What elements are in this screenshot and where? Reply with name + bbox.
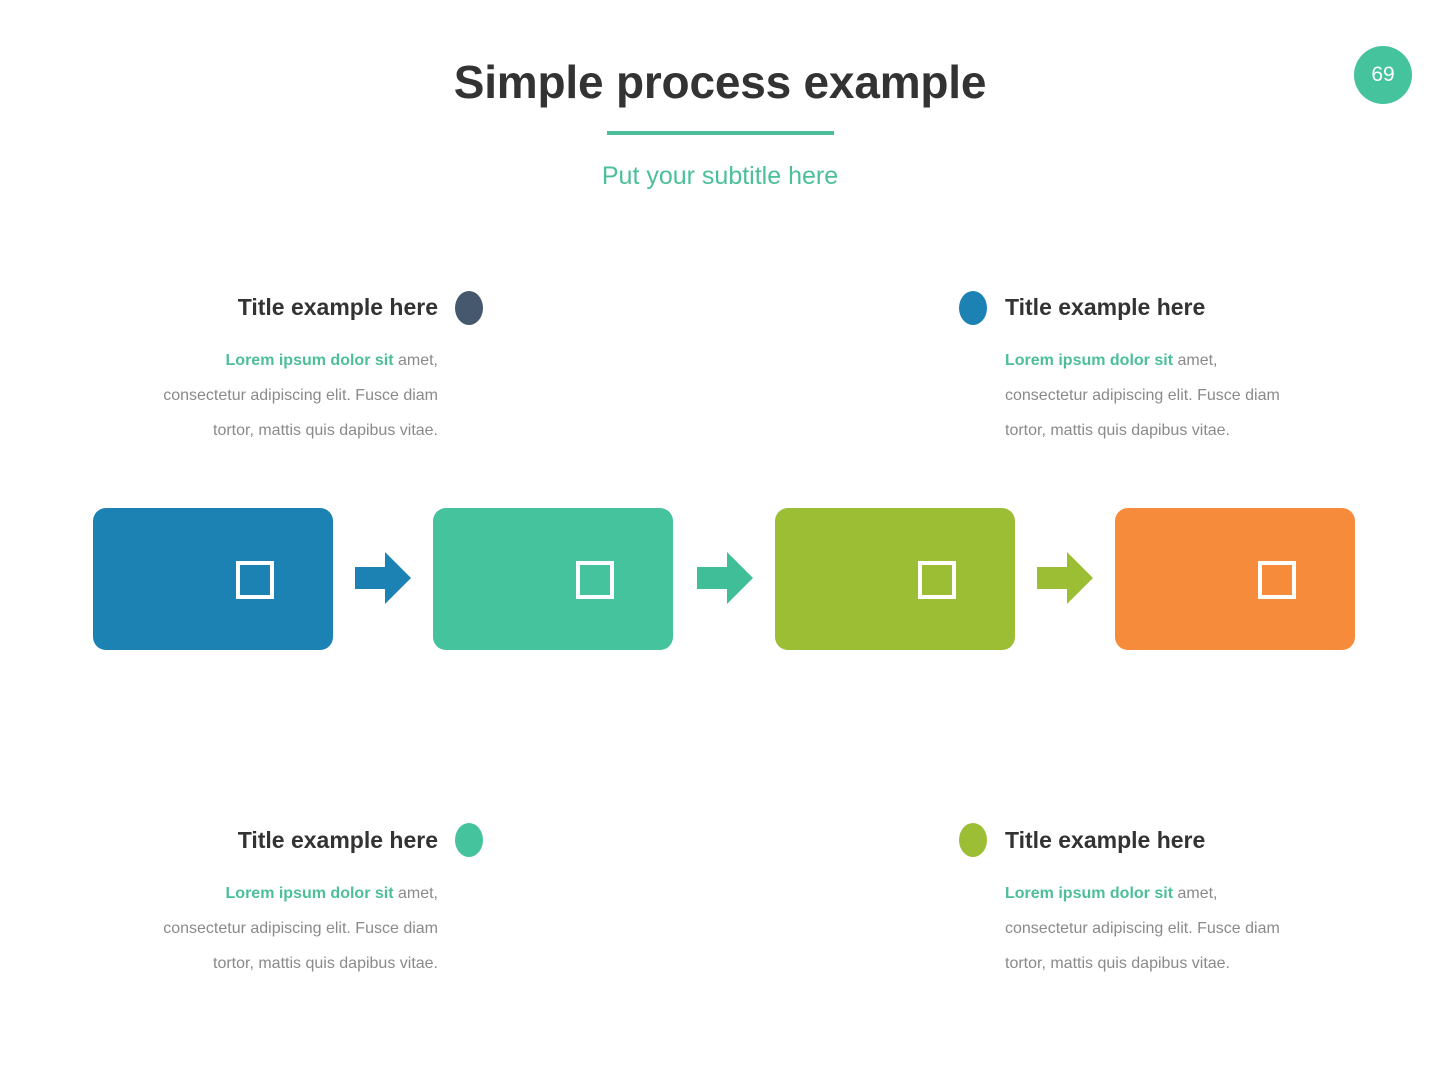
block-body-line3: tortor, mattis quis dapibus vitae.	[213, 955, 438, 972]
page-number-label: 69	[1371, 63, 1395, 86]
block-body: Lorem ipsum dolor sit amet, consectetur …	[88, 876, 438, 981]
block-body-line2: consectetur adipiscing elit. Fusce diam	[1005, 387, 1280, 404]
block-body-line2: consectetur adipiscing elit. Fusce diam	[1005, 920, 1280, 937]
block-body-line3: tortor, mattis quis dapibus vitae.	[1005, 955, 1230, 972]
block-body: Lorem ipsum dolor sit amet, consectetur …	[1005, 343, 1355, 448]
block-title: Title example here	[1005, 294, 1206, 320]
block-body-rest: amet,	[393, 885, 438, 902]
text-block-top-left: Title example here Lorem ipsum dolor sit…	[88, 288, 438, 448]
block-body-line3: tortor, mattis quis dapibus vitae.	[1005, 422, 1230, 439]
block-body-rest: amet,	[1173, 352, 1218, 369]
block-body-line2: consectetur adipiscing elit. Fusce diam	[163, 920, 438, 937]
pill-marker-icon	[455, 823, 483, 857]
block-body-highlight: Lorem ipsum dolor sit	[1005, 885, 1174, 902]
block-title: Title example here	[237, 294, 438, 320]
block-body-highlight: Lorem ipsum dolor sit	[1005, 352, 1174, 369]
process-step-4[interactable]	[1115, 508, 1355, 650]
block-title: Title example here	[237, 827, 438, 853]
square-placeholder-icon	[918, 561, 956, 599]
text-block-top-right: Title example here Lorem ipsum dolor sit…	[1005, 288, 1355, 448]
process-step-1[interactable]	[93, 508, 333, 650]
process-step-3[interactable]	[775, 508, 1015, 650]
page-subtitle: Put your subtitle here	[601, 162, 839, 190]
block-body-line3: tortor, mattis quis dapibus vitae.	[213, 422, 438, 439]
block-body-line2: consectetur adipiscing elit. Fusce diam	[163, 387, 438, 404]
text-block-bottom-right: Title example here Lorem ipsum dolor sit…	[1005, 821, 1355, 981]
pill-marker-icon	[959, 291, 987, 325]
block-body-rest: amet,	[1173, 885, 1218, 902]
square-placeholder-icon	[576, 561, 614, 599]
title-underline-rule	[607, 131, 834, 135]
square-placeholder-icon	[236, 561, 274, 599]
page-title: Simple process example	[453, 56, 987, 108]
text-block-bottom-left: Title example here Lorem ipsum dolor sit…	[88, 821, 438, 981]
block-title: Title example here	[1005, 827, 1206, 853]
arrow-right-icon	[355, 550, 411, 606]
block-body-highlight: Lorem ipsum dolor sit	[225, 885, 394, 902]
block-body: Lorem ipsum dolor sit amet, consectetur …	[1005, 876, 1355, 981]
block-body: Lorem ipsum dolor sit amet, consectetur …	[88, 343, 438, 448]
pill-marker-icon	[959, 823, 987, 857]
block-body-rest: amet,	[393, 352, 438, 369]
block-body-highlight: Lorem ipsum dolor sit	[225, 352, 394, 369]
pill-marker-icon	[455, 291, 483, 325]
process-step-2[interactable]	[433, 508, 673, 650]
square-placeholder-icon	[1258, 561, 1296, 599]
arrow-right-icon	[697, 550, 753, 606]
page-number-badge: 69	[1354, 46, 1412, 104]
arrow-right-icon	[1037, 550, 1093, 606]
